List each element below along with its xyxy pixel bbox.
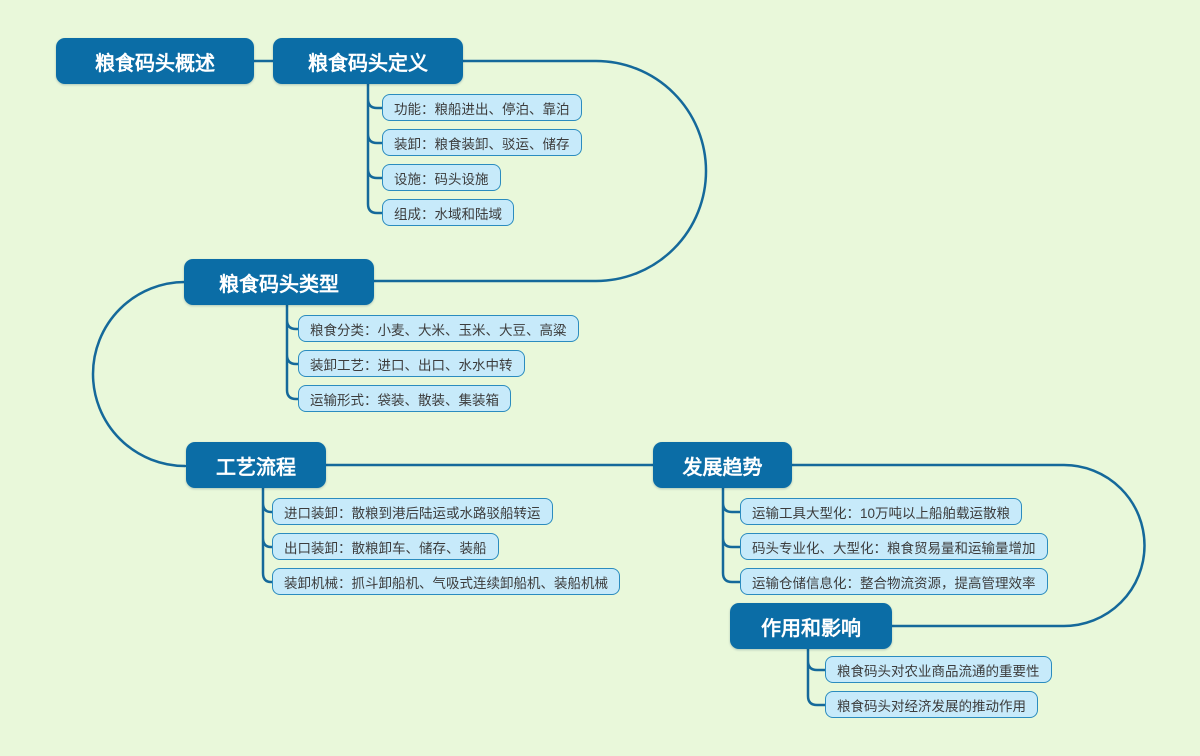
connector-impact-children (806, 647, 827, 707)
leaf-trends-specialization[interactable]: 码头专业化、大型化：粮食贸易量和运输量增加 (740, 533, 1048, 560)
leaf-definition-handling[interactable]: 装卸：粮食装卸、驳运、储存 (382, 129, 582, 156)
leaf-impact-agriculture[interactable]: 粮食码头对农业商品流通的重要性 (825, 656, 1052, 683)
topic-process[interactable]: 工艺流程 (186, 442, 326, 488)
connector-process-children (261, 486, 274, 584)
topic-impact[interactable]: 作用和影响 (730, 603, 892, 649)
topic-trends[interactable]: 发展趋势 (653, 442, 792, 488)
connector-definition-types (372, 59, 708, 283)
leaf-definition-composition[interactable]: 组成：水域和陆域 (382, 199, 514, 226)
leaf-process-machinery[interactable]: 装卸机械：抓斗卸船机、气吸式连续卸船机、装船机械 (272, 568, 620, 595)
leaf-types-transport-form[interactable]: 运输形式：袋装、散装、集装箱 (298, 385, 511, 412)
connector-trends-impact (790, 463, 1146, 628)
topic-types[interactable]: 粮食码头类型 (184, 259, 374, 305)
connector-types-process (91, 280, 187, 468)
leaf-definition-function[interactable]: 功能：粮船进出、停泊、靠泊 (382, 94, 582, 121)
leaf-types-process[interactable]: 装卸工艺：进口、出口、水水中转 (298, 350, 525, 377)
topic-overview[interactable]: 粮食码头概述 (56, 38, 254, 84)
topic-definition[interactable]: 粮食码头定义 (273, 38, 463, 84)
leaf-definition-facility[interactable]: 设施：码头设施 (382, 164, 501, 191)
leaf-process-import[interactable]: 进口装卸：散粮到港后陆运或水路驳船转运 (272, 498, 553, 525)
connector-trends-children (721, 486, 742, 584)
leaf-impact-economy[interactable]: 粮食码头对经济发展的推动作用 (825, 691, 1038, 718)
connector-types-children (285, 303, 300, 401)
connector-definition-children (366, 82, 384, 215)
leaf-types-grain-category[interactable]: 粮食分类：小麦、大米、玉米、大豆、高粱 (298, 315, 579, 342)
leaf-trends-large-vessels[interactable]: 运输工具大型化：10万吨以上船舶载运散粮 (740, 498, 1023, 525)
leaf-process-export[interactable]: 出口装卸：散粮卸车、储存、装船 (272, 533, 499, 560)
leaf-trends-informatization[interactable]: 运输仓储信息化：整合物流资源，提高管理效率 (740, 568, 1048, 595)
